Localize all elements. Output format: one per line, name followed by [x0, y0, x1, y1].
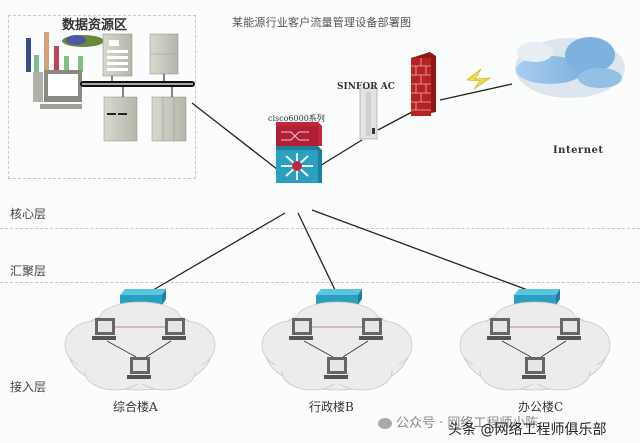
watermark-wechat: 公众号 · 网络工程师小陈 [378, 412, 538, 431]
pc-link [342, 340, 369, 358]
building-label-a: 综合楼A [113, 400, 158, 414]
data-resource-zone [8, 15, 196, 179]
server-4-icon [151, 87, 187, 142]
workstation-icon [33, 70, 82, 109]
wechat-icon [378, 418, 392, 429]
pc-right-icon [557, 318, 581, 340]
pc-bottom-icon [522, 357, 546, 379]
data-zone-label: 数据资源区 [62, 18, 128, 33]
pc-right-icon [162, 318, 186, 340]
pc-left-icon [289, 318, 313, 340]
pc-left-icon [92, 318, 116, 340]
diagram-title: 某能源行业客户流量管理设备部署图 [232, 16, 412, 29]
link-datazone-core [191, 102, 283, 174]
core-layer-divider [0, 228, 640, 229]
core-switch-label: cisco6000系列 [268, 114, 325, 123]
access-switch-b-icon [316, 289, 362, 305]
building-network-b [261, 301, 413, 391]
link-core-ac [317, 139, 363, 168]
link-core-switch-a [147, 212, 286, 294]
layer-label-core: 核心层 [10, 207, 47, 221]
aggregation-layer-divider [0, 282, 640, 283]
building-network-c [459, 301, 611, 391]
pc-link [303, 340, 334, 358]
layer-label-access: 接入层 [10, 380, 47, 394]
building-label-c: 办公楼C [518, 400, 564, 414]
server-1-icon [102, 33, 133, 81]
lightning-bolt-icon [466, 68, 492, 90]
pc-bottom-icon [324, 357, 348, 379]
watermark-toutiao: 头条 @网络工程师俱乐部 [448, 422, 607, 438]
link-firewall-internet [439, 83, 513, 101]
chart-graphic-icon [26, 32, 104, 72]
server-3-icon [103, 87, 138, 142]
internet-cloud-icon [515, 37, 625, 98]
firewall-icon [411, 52, 436, 116]
link-core-switch-c [311, 209, 534, 293]
pc-link [501, 340, 532, 358]
pc-right-icon [359, 318, 383, 340]
pc-link [540, 340, 567, 358]
link-ac-firewall [377, 111, 413, 131]
building-network-a [64, 301, 216, 391]
access-switch-c-icon [514, 289, 560, 305]
pc-left-icon [487, 318, 511, 340]
pc-link [145, 340, 172, 358]
sinfor-ac-icon [359, 87, 378, 140]
pc-link [106, 340, 137, 358]
core-switch-icon [276, 122, 322, 183]
pc-bottom-icon [127, 357, 151, 379]
sinfor-ac-label: SINFOR AC [337, 82, 395, 92]
internet-label: Internet [553, 145, 604, 156]
access-switch-a-icon [120, 289, 166, 305]
layer-label-aggregation: 汇聚层 [10, 264, 47, 278]
link-core-switch-b [297, 212, 337, 293]
building-label-b: 行政楼B [309, 400, 354, 414]
server-2-icon [149, 33, 179, 81]
